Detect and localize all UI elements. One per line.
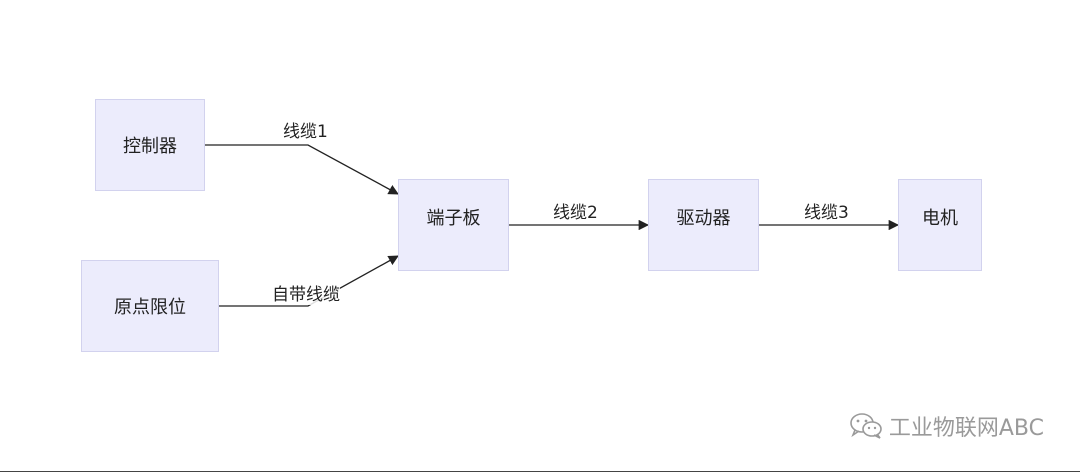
bottom-divider xyxy=(0,471,1080,472)
wechat-icon xyxy=(850,413,882,439)
node-driver: 驱动器 xyxy=(648,179,759,271)
edge-label-cable1: 线缆1 xyxy=(283,122,328,142)
node-motor: 电机 xyxy=(898,179,982,271)
node-terminal-board-label: 端子板 xyxy=(426,208,481,229)
node-driver-label: 驱动器 xyxy=(676,208,731,229)
node-home-limit-label: 原点限位 xyxy=(114,297,186,318)
edge-label-builtin-cable: 自带线缆 xyxy=(272,285,340,305)
node-controller-label: 控制器 xyxy=(123,136,177,157)
edge-controller-to-terminal xyxy=(205,144,399,195)
edge-label-cable2: 线缆2 xyxy=(553,203,598,223)
node-controller: 控制器 xyxy=(95,99,205,191)
watermark: 工业物联网ABC xyxy=(849,410,1044,442)
edge-home-limit-to-terminal xyxy=(219,255,399,307)
node-motor-label: 电机 xyxy=(922,208,958,229)
watermark-text: 工业物联网ABC xyxy=(888,416,1044,441)
node-home-limit: 原点限位 xyxy=(81,260,219,352)
edge-label-cable3: 线缆3 xyxy=(804,203,849,223)
node-terminal-board: 端子板 xyxy=(398,179,509,271)
